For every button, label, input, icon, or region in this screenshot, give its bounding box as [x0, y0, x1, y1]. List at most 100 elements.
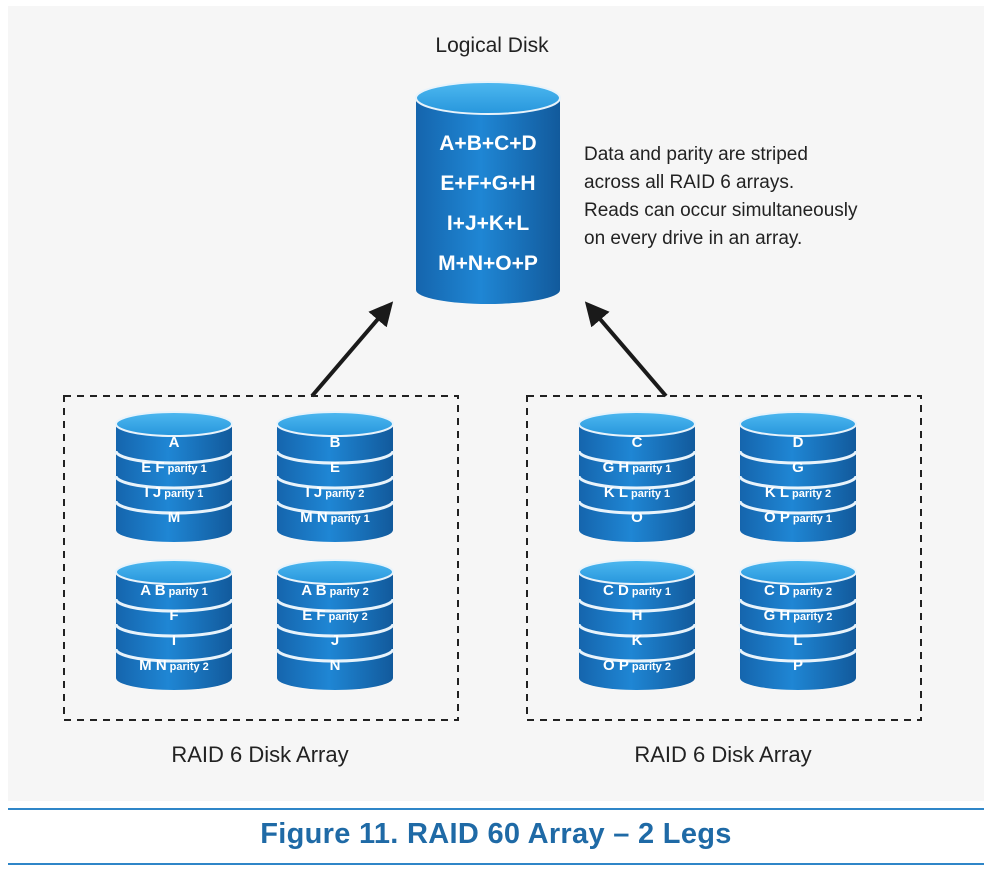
array-box-right [526, 395, 922, 721]
parity-label: parity 1 [632, 586, 671, 598]
drive-band-label: M [168, 509, 181, 526]
stripe-label: I [172, 632, 176, 649]
stripe-label: N [330, 657, 341, 674]
stripe-label: I J [145, 484, 162, 501]
drive-band-label: N [330, 657, 341, 674]
parity-label: parity 1 [169, 586, 208, 598]
stripe-label: I J [306, 484, 323, 501]
stripe-label: B [330, 434, 341, 451]
parity-label: parity 2 [329, 611, 368, 623]
stripe-label: E [330, 459, 340, 476]
parity-label: parity 2 [632, 661, 671, 673]
stripe-label: C D [603, 582, 629, 599]
drive-band-label: A B parity 1 [140, 582, 207, 599]
arrow-left [310, 301, 394, 398]
stripe-label: O [631, 509, 643, 526]
stripe-label: G H [603, 459, 630, 476]
stripe-label: E F [302, 607, 325, 624]
logical-disk-row: E+F+G+H [440, 172, 535, 195]
drive-band-label: H [632, 607, 643, 624]
stripe-label: E F [141, 459, 164, 476]
stripe-label: A B [140, 582, 165, 599]
drive-band-label: L [793, 632, 802, 649]
drive-band-label: O [631, 509, 643, 526]
note-line: across all RAID 6 arrays. [584, 172, 794, 193]
figure-caption: Figure 11. RAID 60 Array – 2 Legs [260, 818, 732, 850]
stripe-label: K L [765, 484, 789, 501]
arrow-right [584, 301, 668, 398]
stripe-label: G [792, 459, 804, 476]
note-line: on every drive in an array. [584, 228, 802, 249]
drive-band-label: C [632, 434, 643, 451]
drive-band-label: B [330, 434, 341, 451]
stripe-label: P [793, 657, 803, 674]
note-line: Data and parity are striped [584, 144, 808, 165]
drive-band-label: J [331, 632, 339, 649]
stripe-label: O P [603, 657, 629, 674]
note-line: Reads can occur simultaneously [584, 200, 858, 221]
stripe-label: K [632, 632, 643, 649]
drive-band-label: I [172, 632, 176, 649]
parity-label: parity 1 [631, 488, 670, 500]
drive-band-label: E [330, 459, 340, 476]
stripe-label: G H [764, 607, 791, 624]
parity-label: parity 2 [792, 488, 831, 500]
stripe-label: O P [764, 509, 790, 526]
caption-rule-top [8, 808, 984, 810]
parity-label: parity 2 [793, 586, 832, 598]
parity-label: parity 1 [793, 513, 832, 525]
raid60-diagram: Logical Disk A+B+C+D E+F+G+H I+J+K+L M+N… [63, 34, 922, 767]
stripe-label: L [793, 632, 802, 649]
drive-band-label: A [169, 434, 180, 451]
drive-band-label: F [169, 607, 178, 624]
logical-disk-row: A+B+C+D [439, 132, 536, 155]
stripe-label: F [169, 607, 178, 624]
stripe-label: M N [139, 657, 167, 674]
parity-label: parity 2 [325, 488, 364, 500]
parity-label: parity 2 [793, 611, 832, 623]
logical-disk-row: M+N+O+P [438, 252, 538, 275]
stripe-label: A [169, 434, 180, 451]
stripe-label: M [168, 509, 181, 526]
array-box-left [63, 395, 459, 721]
drive-band-label: G [792, 459, 804, 476]
drive-band-label: D [793, 434, 804, 451]
logical-disk-cylinder: A+B+C+D E+F+G+H I+J+K+L M+N+O+P [415, 81, 561, 304]
array-label-right: RAID 6 Disk Array [634, 742, 811, 767]
parity-label: parity 2 [170, 661, 209, 673]
stripe-label: A B [301, 582, 326, 599]
stripe-label: J [331, 632, 339, 649]
parity-label: parity 1 [164, 488, 203, 500]
parity-label: parity 1 [168, 463, 207, 475]
stripe-label: C [632, 434, 643, 451]
stripe-label: D [793, 434, 804, 451]
logical-disk-row: I+J+K+L [447, 212, 529, 235]
drive-band-label: E F parity 2 [302, 607, 367, 624]
drive-band-label: K [632, 632, 643, 649]
stripe-label: H [632, 607, 643, 624]
note-text: Data and parity are striped across all R… [584, 144, 858, 249]
logical-disk-title: Logical Disk [435, 34, 549, 57]
